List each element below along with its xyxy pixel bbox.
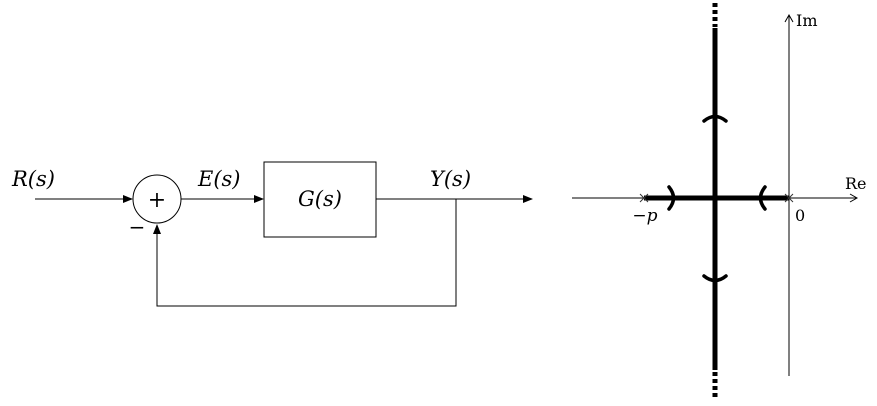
direction-arrow-down (702, 274, 728, 283)
feedback-path (153, 199, 457, 307)
plant-label: G(s) (298, 187, 342, 211)
pole-label-origin: 0 (795, 206, 805, 225)
real-axis-label: Re (845, 174, 867, 193)
block-diagram: R(s) + − E(s) G(s) Y(s) (11, 161, 533, 307)
imag-axis-label: Im (796, 11, 818, 30)
direction-arrow-up (702, 114, 728, 123)
pole-marker-minus-p (639, 193, 649, 203)
error-label: E(s) (197, 167, 241, 191)
direction-arrow-right (667, 185, 676, 211)
root-locus-plot: Im Re −p 0 (572, 3, 867, 397)
pole-label-minus-p: −p (632, 206, 657, 226)
direction-arrow-left (758, 185, 767, 211)
input-label: R(s) (11, 167, 55, 191)
sum-plus-sign: + (148, 188, 166, 213)
pole-marker-origin (784, 193, 794, 203)
sum-minus-sign: − (129, 215, 146, 239)
output-label: Y(s) (430, 167, 471, 191)
